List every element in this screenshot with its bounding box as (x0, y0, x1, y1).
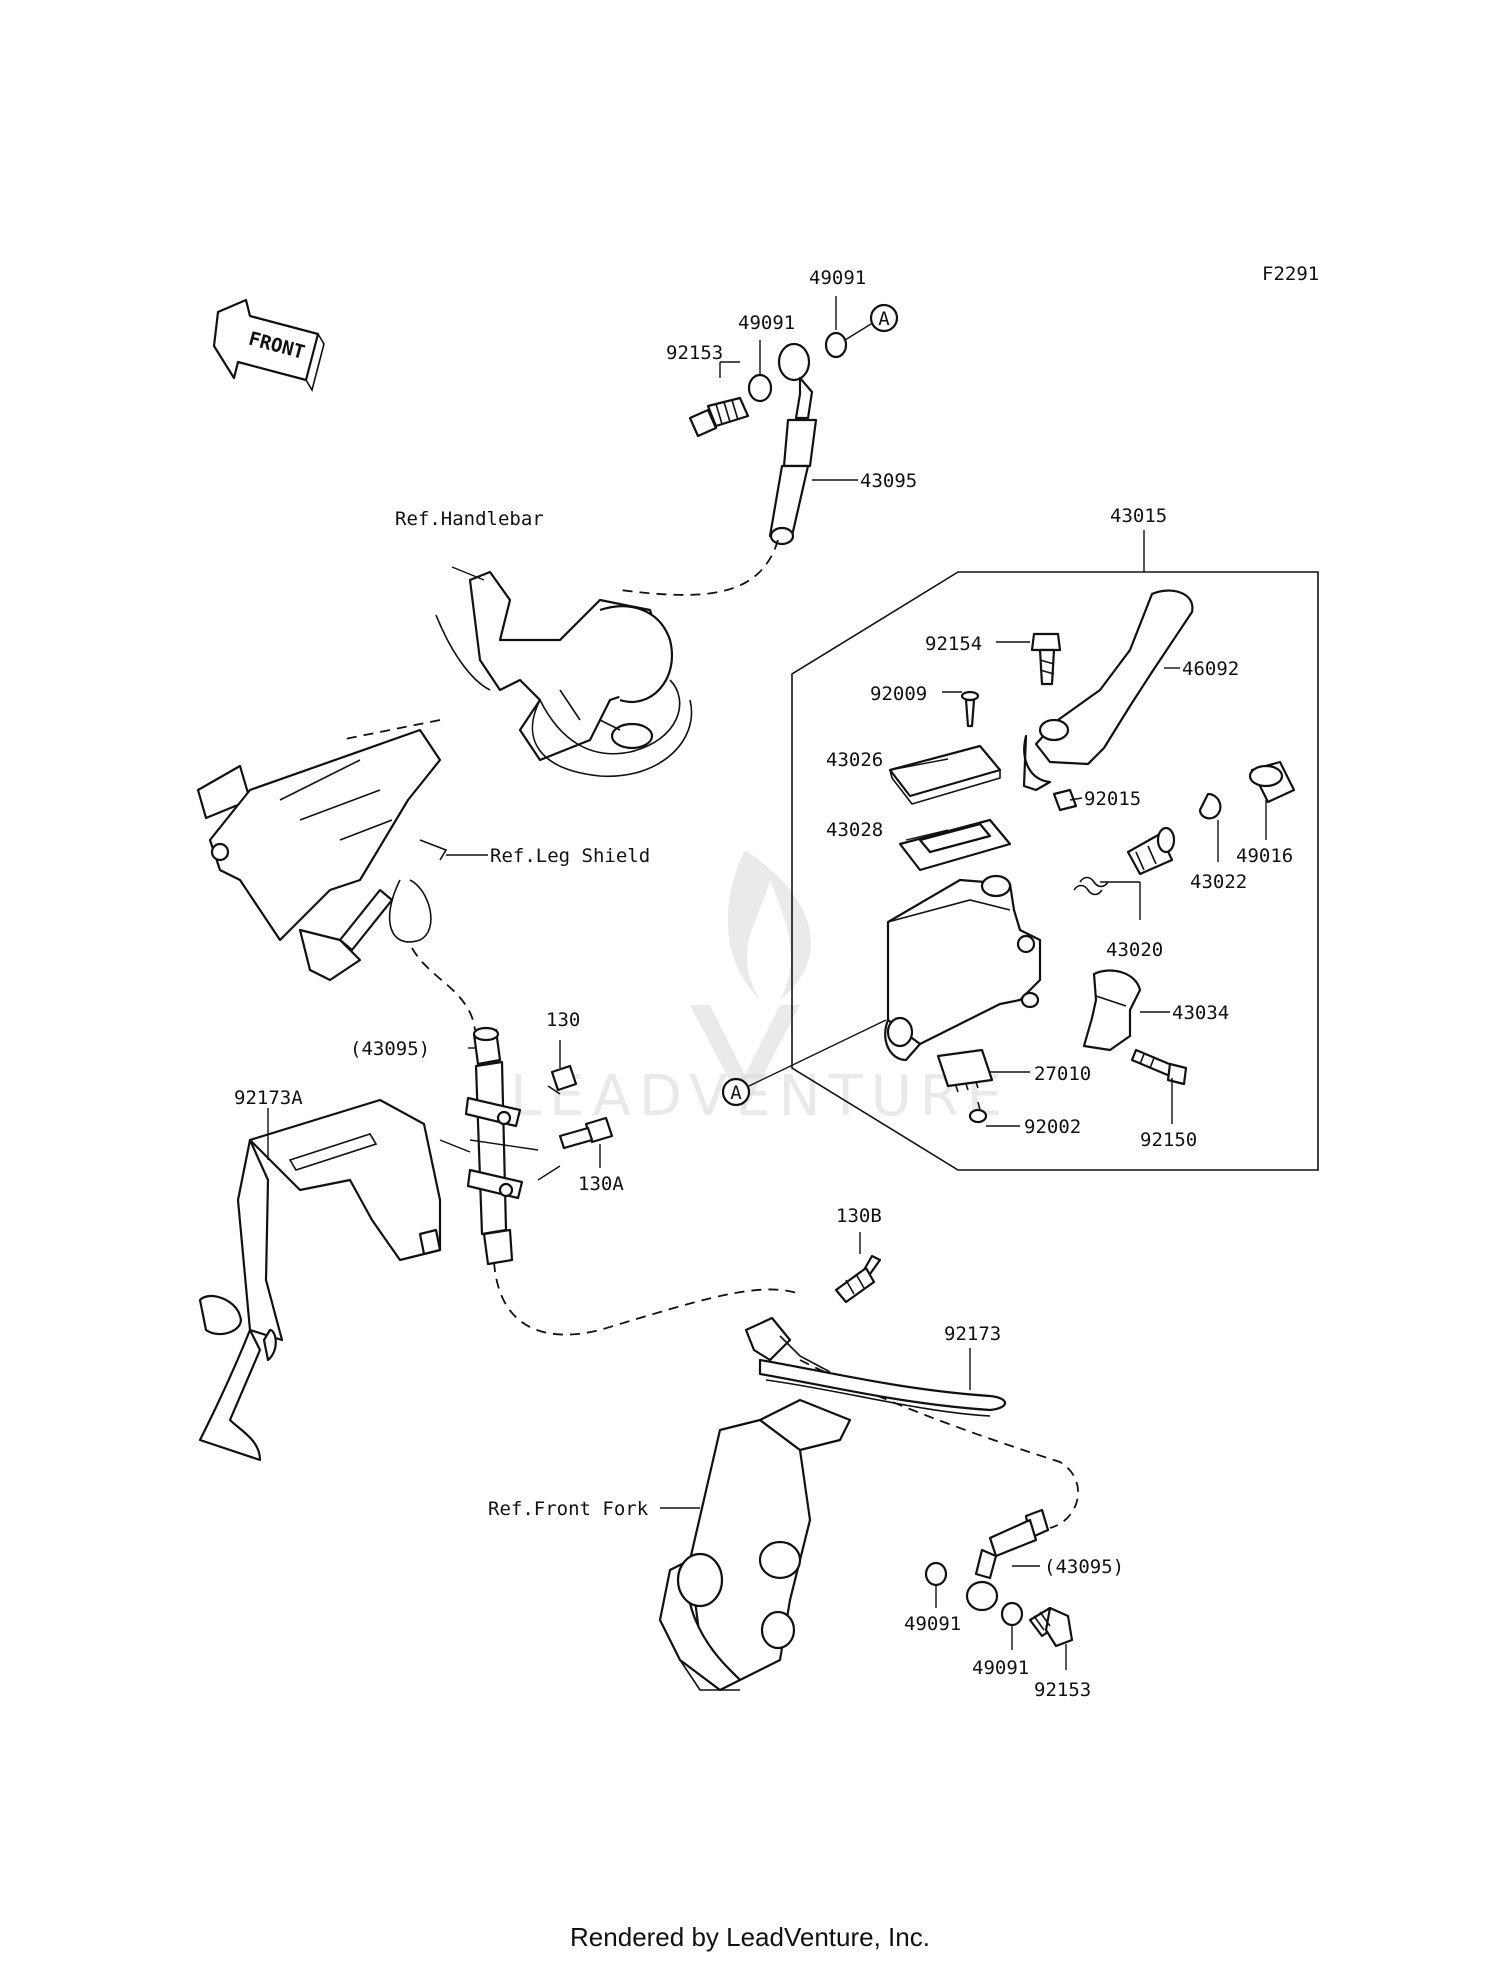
washer-49091-d (1000, 1601, 1024, 1627)
label-49016: 49016 (1236, 845, 1293, 867)
washer-49091-b (824, 331, 848, 359)
master-cylinder-assembly-box (791, 571, 1319, 1171)
svg-text:A: A (878, 308, 890, 330)
watermark: LEADVENTURE (510, 850, 1010, 1129)
label-43020: 43020 (1106, 939, 1163, 961)
label-43034: 43034 (1172, 1002, 1229, 1024)
callout-a-top: A (869, 303, 899, 333)
bracket-92173a (198, 1098, 442, 1462)
switch-27010 (936, 1048, 994, 1093)
bolt-130b (834, 1254, 882, 1304)
cap-43026 (888, 744, 1002, 805)
svg-text:LEADVENTURE: LEADVENTURE (510, 1064, 1010, 1129)
leader-lines (267, 296, 1267, 1670)
label-130: 130 (546, 1009, 580, 1031)
label-ref-leg-shield: Ref.Leg Shield (490, 845, 650, 867)
label-43095-ref-bottom: (43095) (1044, 1556, 1124, 1578)
label-92173: 92173 (944, 1323, 1001, 1345)
brake-lever-46092 (1022, 589, 1194, 792)
pivot-bolt-92154 (1030, 632, 1062, 686)
label-ref-handlebar: Ref.Handlebar (395, 508, 544, 530)
label-43095-ref-middle: (43095) (350, 1038, 430, 1060)
washer-49091-c (924, 1561, 948, 1587)
label-92009: 92009 (870, 683, 927, 705)
bolt-130a (558, 1116, 614, 1150)
label-92015: 92015 (1084, 788, 1141, 810)
label-49091-bottom-left: 49091 (904, 1613, 961, 1635)
clamp-43034 (1082, 969, 1142, 1052)
screw-92009 (960, 690, 980, 728)
label-43028: 43028 (826, 819, 883, 841)
hose-route-fork (799, 1359, 1079, 1529)
label-92153-top: 92153 (666, 342, 723, 364)
label-43095: 43095 (860, 470, 917, 492)
bolt-92150 (1130, 1048, 1188, 1086)
label-49091-bottom-right: 49091 (972, 1657, 1029, 1679)
label-130b: 130B (836, 1205, 882, 1227)
brake-hose-43095 (768, 342, 818, 546)
label-43022: 43022 (1190, 871, 1247, 893)
diagram-code: F2291 (1262, 263, 1319, 285)
brake-hose-lower (965, 1508, 1050, 1612)
washer-49091-a (747, 373, 773, 403)
banjo-bolt-92153-bottom (1028, 1606, 1074, 1648)
label-27010: 27010 (1034, 1063, 1091, 1085)
label-130a: 130A (578, 1173, 624, 1195)
label-92002: 92002 (1024, 1116, 1081, 1138)
piston-set-43020 (1073, 826, 1176, 896)
bolt-130 (547, 1064, 578, 1095)
label-92153-bottom: 92153 (1034, 1679, 1091, 1701)
label-92173a: 92173A (234, 1087, 303, 1109)
label-49091-top-right: 49091 (809, 267, 866, 289)
front-fork-reference (658, 1398, 852, 1692)
footer-credit: Rendered by LeadVenture, Inc. (570, 1922, 930, 1952)
part-labels: 49091 49091 92153 43095 Ref.Handlebar 43… (234, 267, 1293, 1701)
diaphragm-43028 (898, 818, 1012, 872)
banjo-bolt-92153-top (688, 396, 750, 438)
brake-hose-middle (464, 1026, 524, 1266)
hose-route-mid (339, 719, 476, 1031)
callout-a-bottom: A (721, 1077, 751, 1107)
label-49091-top-left: 49091 (738, 312, 795, 334)
hose-route-top (619, 539, 779, 596)
nut-92015 (1052, 788, 1078, 812)
hose-guide-92173 (744, 1316, 1007, 1417)
handlebar-reference (435, 570, 693, 777)
hose-route-lower (493, 1261, 801, 1336)
master-cylinder-body (884, 874, 1042, 1062)
label-43026: 43026 (826, 749, 883, 771)
label-43015: 43015 (1110, 505, 1167, 527)
label-92154: 92154 (925, 633, 982, 655)
leg-shield-reference (196, 728, 448, 982)
svg-text:A: A (730, 1082, 742, 1104)
label-ref-front-fork: Ref.Front Fork (488, 1498, 649, 1520)
label-92150: 92150 (1140, 1129, 1197, 1151)
circlip-43022 (1198, 792, 1222, 820)
boot-49016 (1248, 760, 1296, 804)
label-46092: 46092 (1182, 658, 1239, 680)
front-arrow-icon: FRONT (212, 298, 325, 393)
screw-92002 (968, 1101, 988, 1124)
